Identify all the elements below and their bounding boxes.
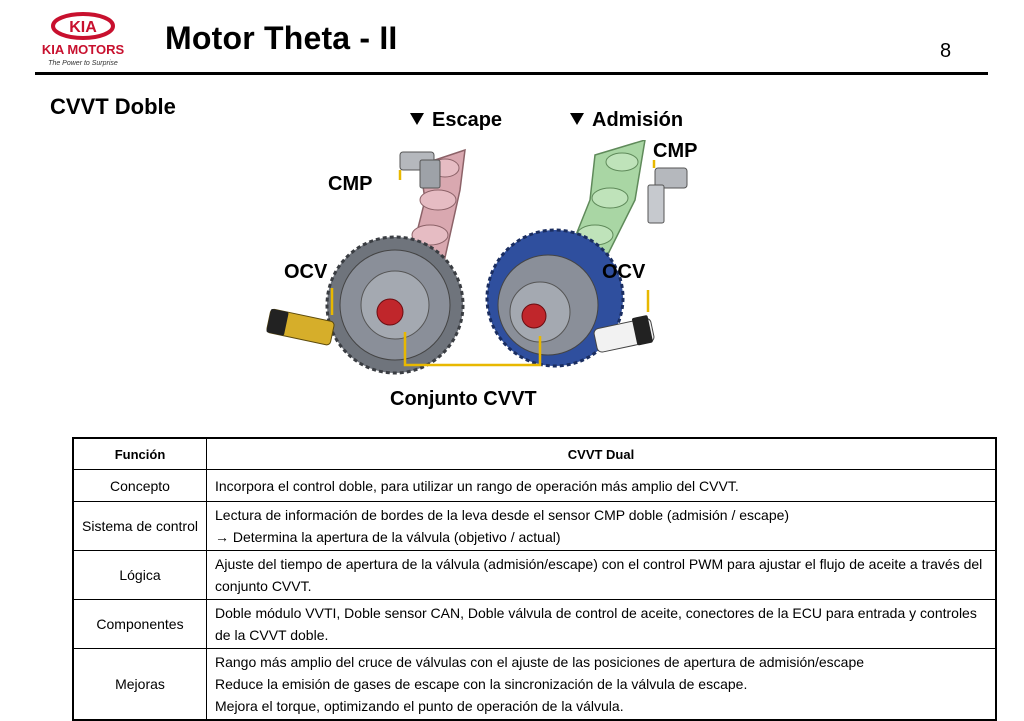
row-function-cell: Componentes (72, 599, 207, 649)
column-header-funcion: Función (72, 437, 207, 470)
description-line: Doble módulo VVTI, Doble sensor CAN, Dob… (215, 605, 977, 643)
cvvt-diagram (250, 138, 710, 395)
logo-brand-text: KIA MOTORS (42, 42, 125, 57)
table-header-row: Función CVVT Dual (72, 437, 997, 470)
cmp-label-right: CMP (653, 140, 698, 162)
row-function-cell: Lógica (72, 550, 207, 600)
description-line: Lectura de información de bordes de la l… (215, 507, 790, 523)
row-function-cell: Sistema de control (72, 501, 207, 551)
cmp-sensor-right (647, 167, 688, 224)
cvvt-spec-table: Función CVVT Dual Concepto Incorpora el … (72, 437, 997, 721)
conjunto-cvvt-label: Conjunto CVVT (390, 388, 537, 410)
logo-tagline: The Power to Surprise (48, 60, 118, 67)
ocv-label-left: OCV (284, 261, 328, 283)
table-row: Mejoras Rango más amplio del cruce de vá… (72, 648, 997, 721)
description-line: Incorpora el control doble, para utiliza… (215, 477, 739, 494)
down-triangle-icon (410, 112, 424, 125)
table-row: Componentes Doble módulo VVTI, Doble sen… (72, 599, 997, 649)
column-header-cvvt-dual: CVVT Dual (206, 437, 997, 470)
table-row: Lógica Ajuste del tiempo de apertura de … (72, 550, 997, 600)
row-description-cell: Ajuste del tiempo de apertura de la válv… (206, 550, 997, 600)
section-title: CVVT Doble (50, 94, 176, 119)
row-function-cell: Mejoras (72, 648, 207, 721)
page-title: Motor Theta - II (165, 20, 398, 56)
ocv-valve-right (593, 315, 655, 353)
kia-logo: KIA KIA MOTORS The Power to Surprise (38, 12, 128, 70)
ocv-valve-left (266, 308, 335, 346)
ocv-label-right: OCV (602, 261, 646, 283)
row-description-cell: Incorpora el control doble, para utiliza… (206, 469, 997, 502)
header-divider (35, 72, 988, 75)
page-number: 8 (940, 40, 952, 62)
description-line: Rango más amplio del cruce de válvulas c… (215, 654, 865, 670)
escape-label: Escape (410, 109, 502, 132)
down-triangle-icon (570, 112, 584, 125)
admision-label: Admisión (570, 109, 683, 132)
description-line: Mejora el torque, optimizando el punto d… (215, 698, 624, 714)
logo-mark-text: KIA (69, 19, 97, 36)
leader-lines (330, 160, 656, 367)
table-row: Concepto Incorpora el control doble, par… (72, 469, 997, 502)
intake-cvvt-gear (485, 228, 625, 368)
row-function-cell: Concepto (72, 469, 207, 502)
table-row: Sistema de control Lectura de informació… (72, 501, 997, 551)
description-line: → Determina la apertura de la válvula (o… (215, 529, 561, 545)
escape-label-text: Escape (432, 109, 503, 131)
admision-label-text: Admisión (592, 109, 684, 131)
row-description-cell: Lectura de información de bordes de la l… (206, 501, 997, 551)
row-description-cell: Doble módulo VVTI, Doble sensor CAN, Dob… (206, 599, 997, 649)
cmp-sensor-left (399, 151, 441, 189)
row-description-cell: Rango más amplio del cruce de válvulas c… (206, 648, 997, 721)
cmp-label-left: CMP (328, 173, 373, 195)
description-line: Reduce la emisión de gases de escape con… (215, 676, 748, 692)
exhaust-cvvt-gear (325, 235, 465, 375)
description-line: Ajuste del tiempo de apertura de la válv… (215, 556, 983, 594)
